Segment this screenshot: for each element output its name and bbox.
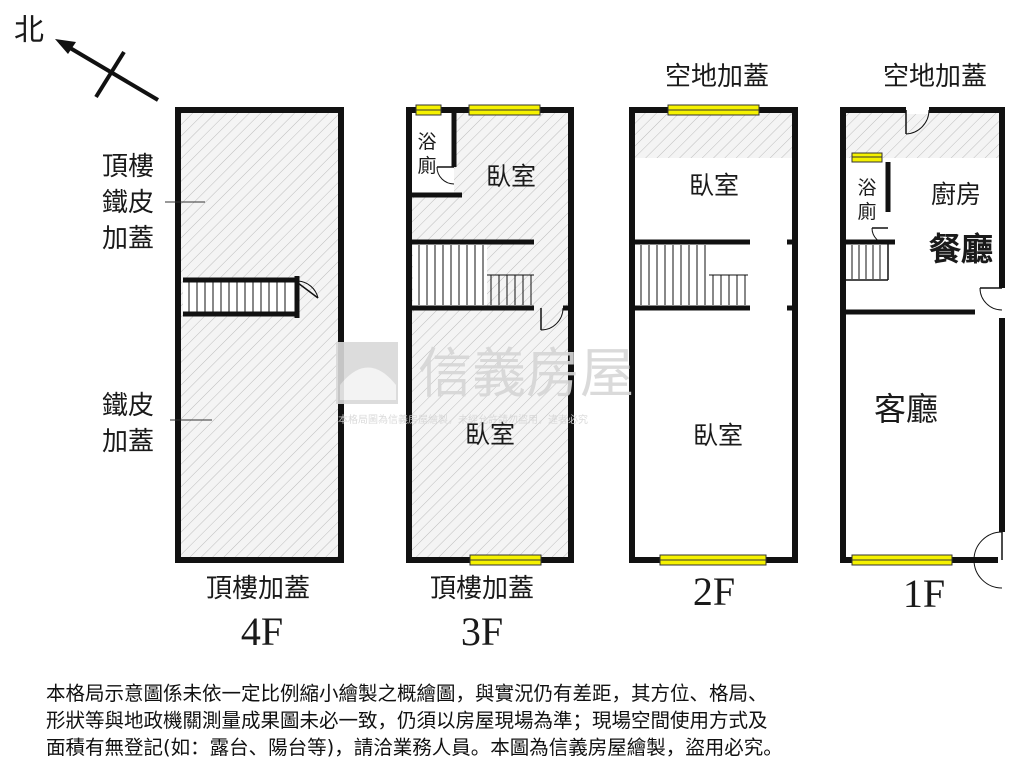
room-label-bedroom: 臥室 — [693, 421, 743, 450]
room-label-yard-addition: 空地加蓋 — [883, 62, 987, 92]
floor-1f-extension-area — [843, 110, 1002, 158]
watermark-brand: 信義房屋 — [418, 342, 634, 405]
room-label-iron-sheet: 鐵皮 — [102, 391, 154, 421]
room-label-bedroom: 臥室 — [486, 162, 536, 191]
disclaimer-line: 形狀等與地政機關測量成果圖未必一致，仍須以房屋現場為準；現場空間使用方式及 — [46, 709, 768, 732]
floor-4f-plan: 頂樓 鐵皮 加蓋 鐵皮 加蓋 頂樓加蓋 4F — [102, 107, 344, 654]
room-label-bedroom: 臥室 — [689, 171, 739, 200]
room-label-bath: 浴 — [417, 131, 436, 153]
floor-3f-bath-door — [436, 166, 455, 185]
room-label-iron-sheet: 鐵皮 — [102, 188, 154, 218]
watermark-logo — [336, 342, 398, 404]
disclaimer-line: 面積有無登記(如：露台、陽台等)，請洽業務人員。本圖為信義房屋繪製，盜用必究。 — [46, 736, 783, 759]
floor-4f-label: 4F — [241, 609, 283, 654]
room-label-kitchen: 廚房 — [931, 180, 981, 209]
floor-4f-door — [297, 280, 319, 299]
floor-2f-plan: 空地加蓋 臥室 臥室 2F — [629, 62, 798, 614]
floor-2f-window — [667, 104, 760, 116]
floor-1f-rear-door — [905, 106, 930, 135]
floor-3f-window — [468, 104, 541, 116]
floor-4f-caption: 頂樓加蓋 — [206, 574, 310, 604]
floor-3f-caption: 頂樓加蓋 — [430, 574, 534, 604]
watermark-subtext: 本格局圖為信義房屋繪製，未經允許請勿盜用，違者必究 — [338, 413, 588, 426]
room-label-addition: 加蓋 — [102, 224, 154, 254]
floor-3f-plan: 浴 廁 臥室 臥室 頂樓加蓋 3F — [406, 104, 574, 654]
floor-1f-window — [851, 554, 953, 566]
floor-2f-extension-area — [632, 110, 795, 158]
floor-2f-stairs — [640, 245, 748, 305]
north-arrow: 北 — [14, 13, 160, 102]
floor-3f-window — [415, 104, 442, 116]
floor-1f-front-door — [973, 531, 1006, 589]
floor-1f-plan: 空地加蓋 浴 廁 廚房 餐廳 客廳 1F — [840, 62, 1006, 616]
watermark: 信義房屋 本格局圖為信義房屋繪製，未經允許請勿盜用，違者必究 — [336, 342, 634, 426]
floor-4f-stairs — [183, 276, 300, 318]
disclaimer: 本格局示意圖係未依一定比例縮小繪製之概繪圖，與實況仍有差距，其方位、格局、 形狀… — [46, 680, 1006, 761]
room-label-living: 客廳 — [874, 390, 938, 428]
floor-1f-label: 1F — [903, 571, 945, 616]
floor-3f-window — [469, 554, 542, 566]
room-label-toilet: 廁 — [857, 200, 876, 223]
floor-2f-window — [659, 554, 767, 566]
room-label-addition: 加蓋 — [102, 427, 154, 457]
room-label-toilet: 廁 — [417, 154, 436, 177]
room-label-bath: 浴 — [857, 177, 876, 199]
floor-2f-label: 2F — [693, 569, 735, 614]
floor-1f-bath-door — [871, 227, 889, 245]
room-label-bedroom: 臥室 — [465, 420, 515, 449]
floor-1f-window — [851, 152, 883, 163]
room-label-yard-addition: 空地加蓋 — [665, 62, 769, 92]
floor-4f-hatched-area — [178, 110, 341, 560]
north-label: 北 — [14, 13, 44, 48]
floor-3f-door — [540, 305, 571, 331]
room-label-rooftop: 頂樓 — [102, 152, 154, 182]
floor-3f-label: 3F — [461, 609, 503, 654]
floor-4f-outline — [175, 107, 344, 563]
disclaimer-line: 本格局示意圖係未依一定比例縮小繪製之概繪圖，與實況仍有差距，其方位、格局、 — [46, 682, 768, 705]
room-label-dining: 餐廳 — [929, 230, 993, 268]
floor-1f-stairs — [851, 245, 881, 279]
floor-1f-side-door — [979, 287, 1006, 318]
floor-3f-stairs — [418, 245, 534, 305]
